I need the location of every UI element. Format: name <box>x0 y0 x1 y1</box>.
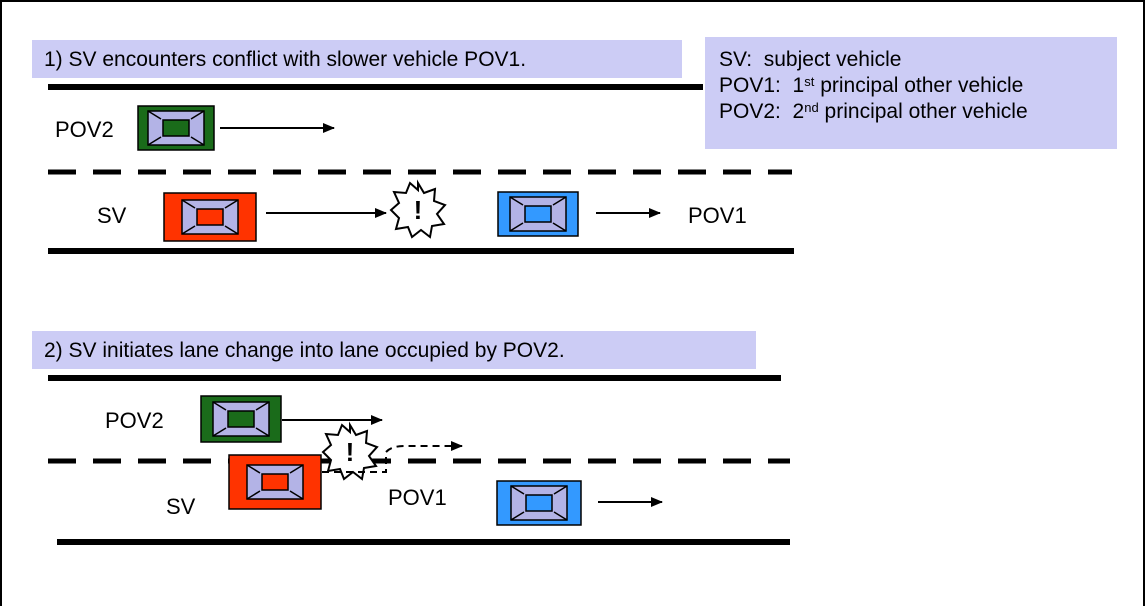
sv-label: SV <box>166 494 196 519</box>
legend-term-pov1: POV1: <box>719 74 781 97</box>
scenario-2-caption: 2) SV initiates lane change into lane oc… <box>32 331 756 369</box>
scenario-1-caption: 1) SV encounters conflict with slower ve… <box>32 40 682 78</box>
legend-entry-sv: SV: subject vehicle <box>719 47 1103 73</box>
legend-term-pov2: POV2: <box>719 100 781 123</box>
pov1-label: POV1 <box>388 485 447 510</box>
conflict-symbol: ! <box>346 437 355 467</box>
sv-lane-change-path <box>322 441 463 473</box>
conflict-burst-icon: ! <box>321 421 379 481</box>
conflict-symbol: ! <box>414 195 423 225</box>
legend-definition-pov1: principal other vehicle <box>820 74 1024 97</box>
legend-entry-pov2: POV2: 2nd principal other vehicle <box>719 99 1103 125</box>
sv-vehicle <box>163 192 257 242</box>
legend-number-pov1: 1 <box>792 74 805 97</box>
scenario-2-road <box>48 375 790 545</box>
legend-box: SV: subject vehicle POV1: 1st principal … <box>705 37 1117 149</box>
legend-ordinal-pov1: st <box>804 74 815 89</box>
sv-label: SV <box>97 203 127 228</box>
legend-term-sv: SV: <box>719 48 753 71</box>
scenario-1-road <box>48 84 794 254</box>
conflict-burst-icon: ! <box>389 179 447 239</box>
legend-ordinal-pov2: nd <box>804 100 819 115</box>
legend-entry-pov1: POV1: 1st principal other vehicle <box>719 73 1103 99</box>
pov2-vehicle <box>137 105 215 151</box>
pov1-label: POV1 <box>688 203 747 228</box>
pov2-vehicle <box>200 395 282 443</box>
sv-vehicle <box>228 454 322 510</box>
legend-definition-pov2: principal other vehicle <box>824 100 1028 123</box>
pov1-vehicle <box>497 191 579 237</box>
pov1-vehicle <box>496 480 582 526</box>
legend-definition-sv: subject vehicle <box>763 48 902 71</box>
legend-number-pov2: 2 <box>792 100 805 123</box>
pov2-label: POV2 <box>105 408 164 433</box>
pov2-label: POV2 <box>55 117 114 142</box>
